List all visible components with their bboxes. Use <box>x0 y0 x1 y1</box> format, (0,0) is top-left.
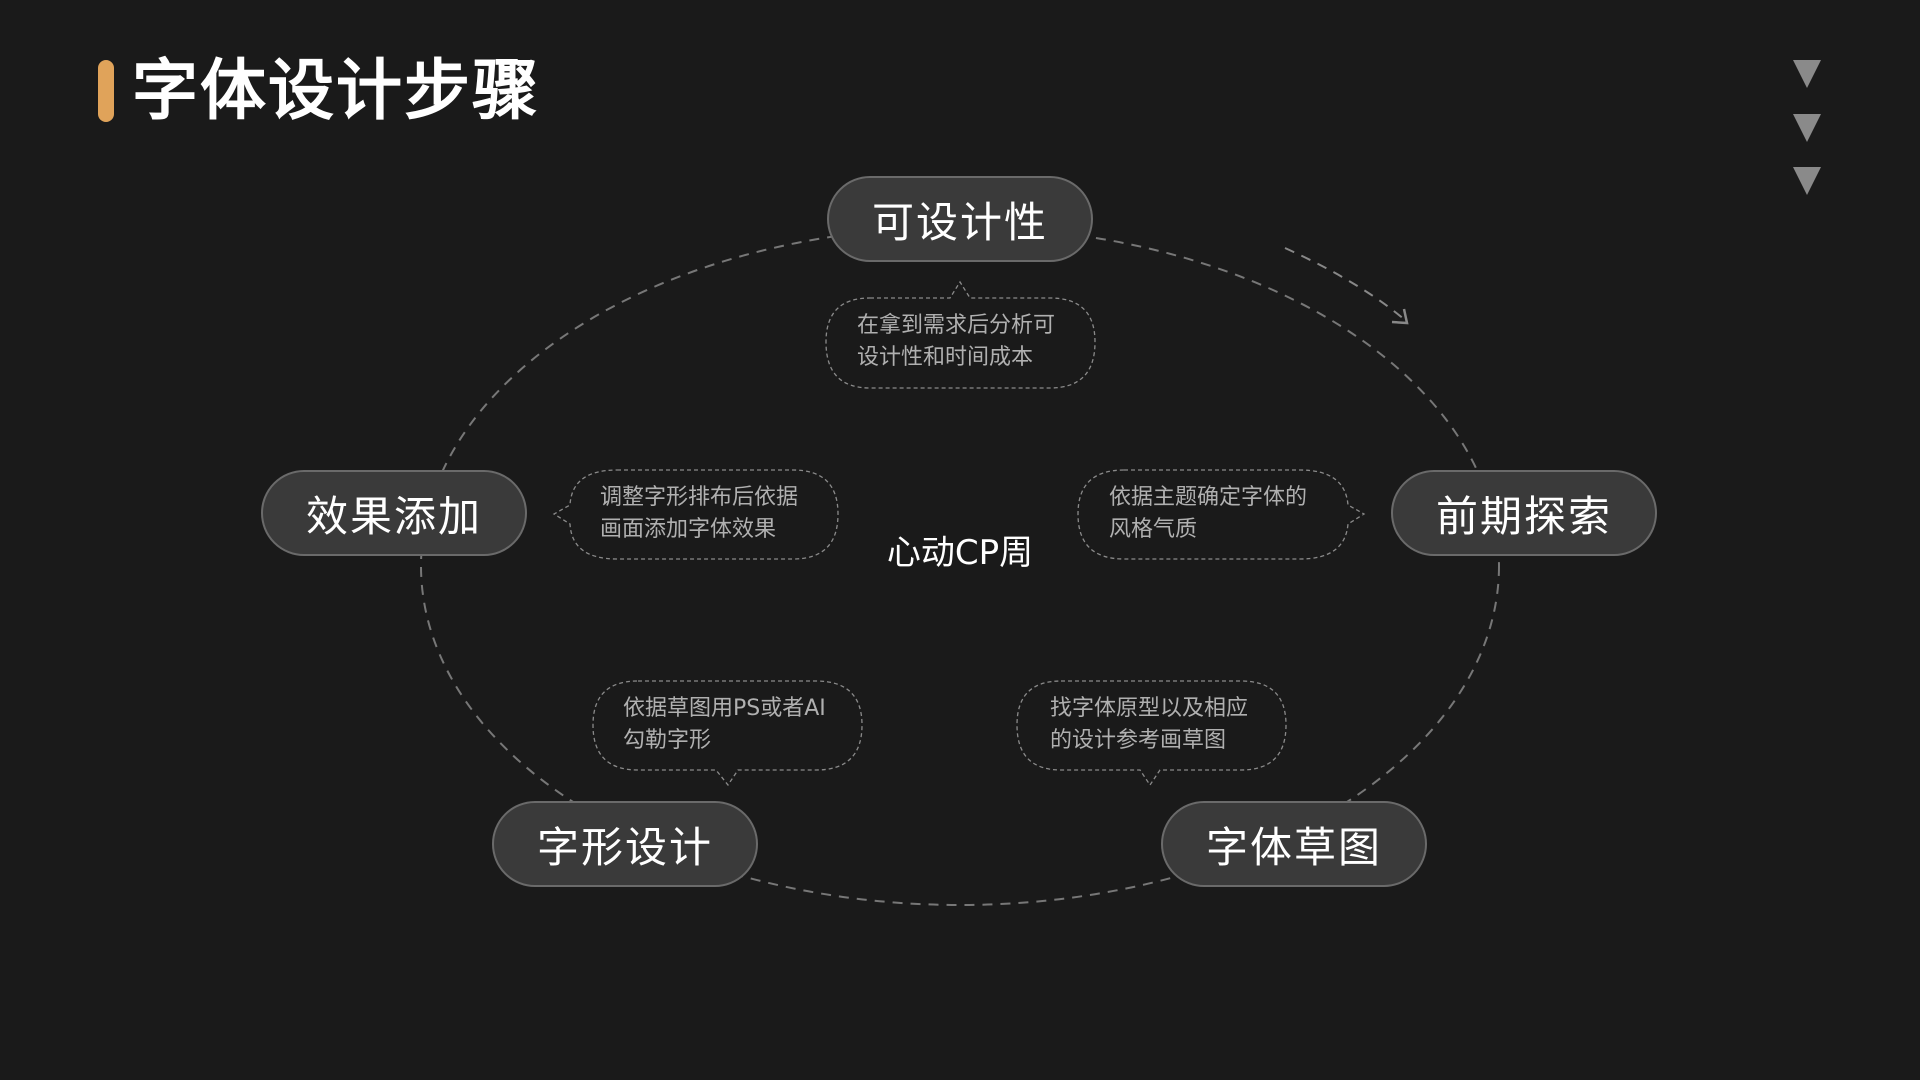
bubble-outline-exploration <box>1077 469 1366 560</box>
bubble-outline-glyph-design <box>592 680 863 787</box>
step-label: 可设计性 <box>871 197 1048 247</box>
bubble-outline-designability <box>825 280 1096 389</box>
description-line: 在拿到需求后分析可 <box>857 313 1056 338</box>
triangle-down-icon[interactable] <box>1793 114 1821 142</box>
step-glyph-design: 字形设计 <box>492 801 758 887</box>
description-line: 画面添加字体效果 <box>600 517 777 542</box>
bubble-outline-sketch <box>1016 680 1287 787</box>
step-effects: 效果添加 <box>261 470 527 556</box>
step-label: 效果添加 <box>305 491 482 541</box>
step-label: 字形设计 <box>536 822 713 872</box>
step-exploration: 前期探索 <box>1391 470 1657 556</box>
description-line: 设计性和时间成本 <box>857 345 1034 370</box>
flow-arrow-line <box>1284 247 1406 321</box>
triangle-down-icon[interactable] <box>1793 167 1821 195</box>
description-line: 依据草图用PS或者AI <box>623 696 826 721</box>
description-effects: 调整字形排布后依据 画面添加字体效果 <box>600 482 798 546</box>
bubble-outline-effects <box>552 469 839 560</box>
arrow-head-icon <box>1391 308 1409 325</box>
description-line: 调整字形排布后依据 <box>600 485 799 510</box>
description-line: 的设计参考画草图 <box>1050 728 1227 753</box>
step-designability: 可设计性 <box>827 176 1093 262</box>
description-line: 勾勒字形 <box>623 728 712 753</box>
description-designability: 在拿到需求后分析可 设计性和时间成本 <box>857 310 1055 374</box>
description-line: 找字体原型以及相应 <box>1050 696 1249 721</box>
description-glyph-design: 依据草图用PS或者AI 勾勒字形 <box>623 693 826 757</box>
step-label: 字体草图 <box>1205 822 1382 872</box>
step-label: 前期探索 <box>1435 491 1612 541</box>
description-exploration: 依据主题确定字体的 风格气质 <box>1109 482 1307 546</box>
description-sketch: 找字体原型以及相应 的设计参考画草图 <box>1050 693 1248 757</box>
page-title: 字体设计步骤 <box>132 52 540 129</box>
title-accent-bar <box>98 60 114 122</box>
step-sketch: 字体草图 <box>1161 801 1427 887</box>
center-label: 心动CP周 <box>886 533 1034 573</box>
description-line: 依据主题确定字体的 <box>1109 485 1308 510</box>
description-line: 风格气质 <box>1109 517 1198 542</box>
triangle-down-icon[interactable] <box>1793 60 1821 88</box>
